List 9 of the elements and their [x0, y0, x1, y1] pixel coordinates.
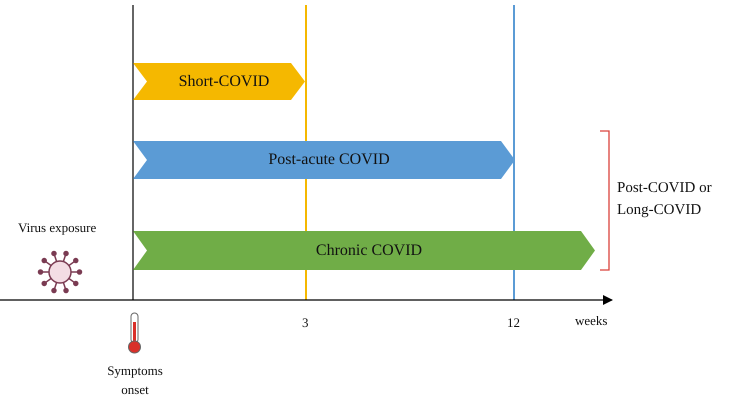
tick-label: 3 — [302, 315, 308, 331]
event-label: Virus exposure — [18, 220, 96, 236]
tick-label: 12 — [507, 315, 520, 331]
bracket-label: Post-COVID or Long-COVID — [617, 179, 713, 220]
phase-chevron: Short-COVID — [133, 63, 305, 100]
phase-chevron: Chronic COVID — [133, 231, 595, 270]
event-label: Symptoms onset — [106, 362, 164, 399]
phase-chevron: Post-acute COVID — [133, 141, 515, 179]
axis-unit-label: weeks — [575, 313, 608, 329]
